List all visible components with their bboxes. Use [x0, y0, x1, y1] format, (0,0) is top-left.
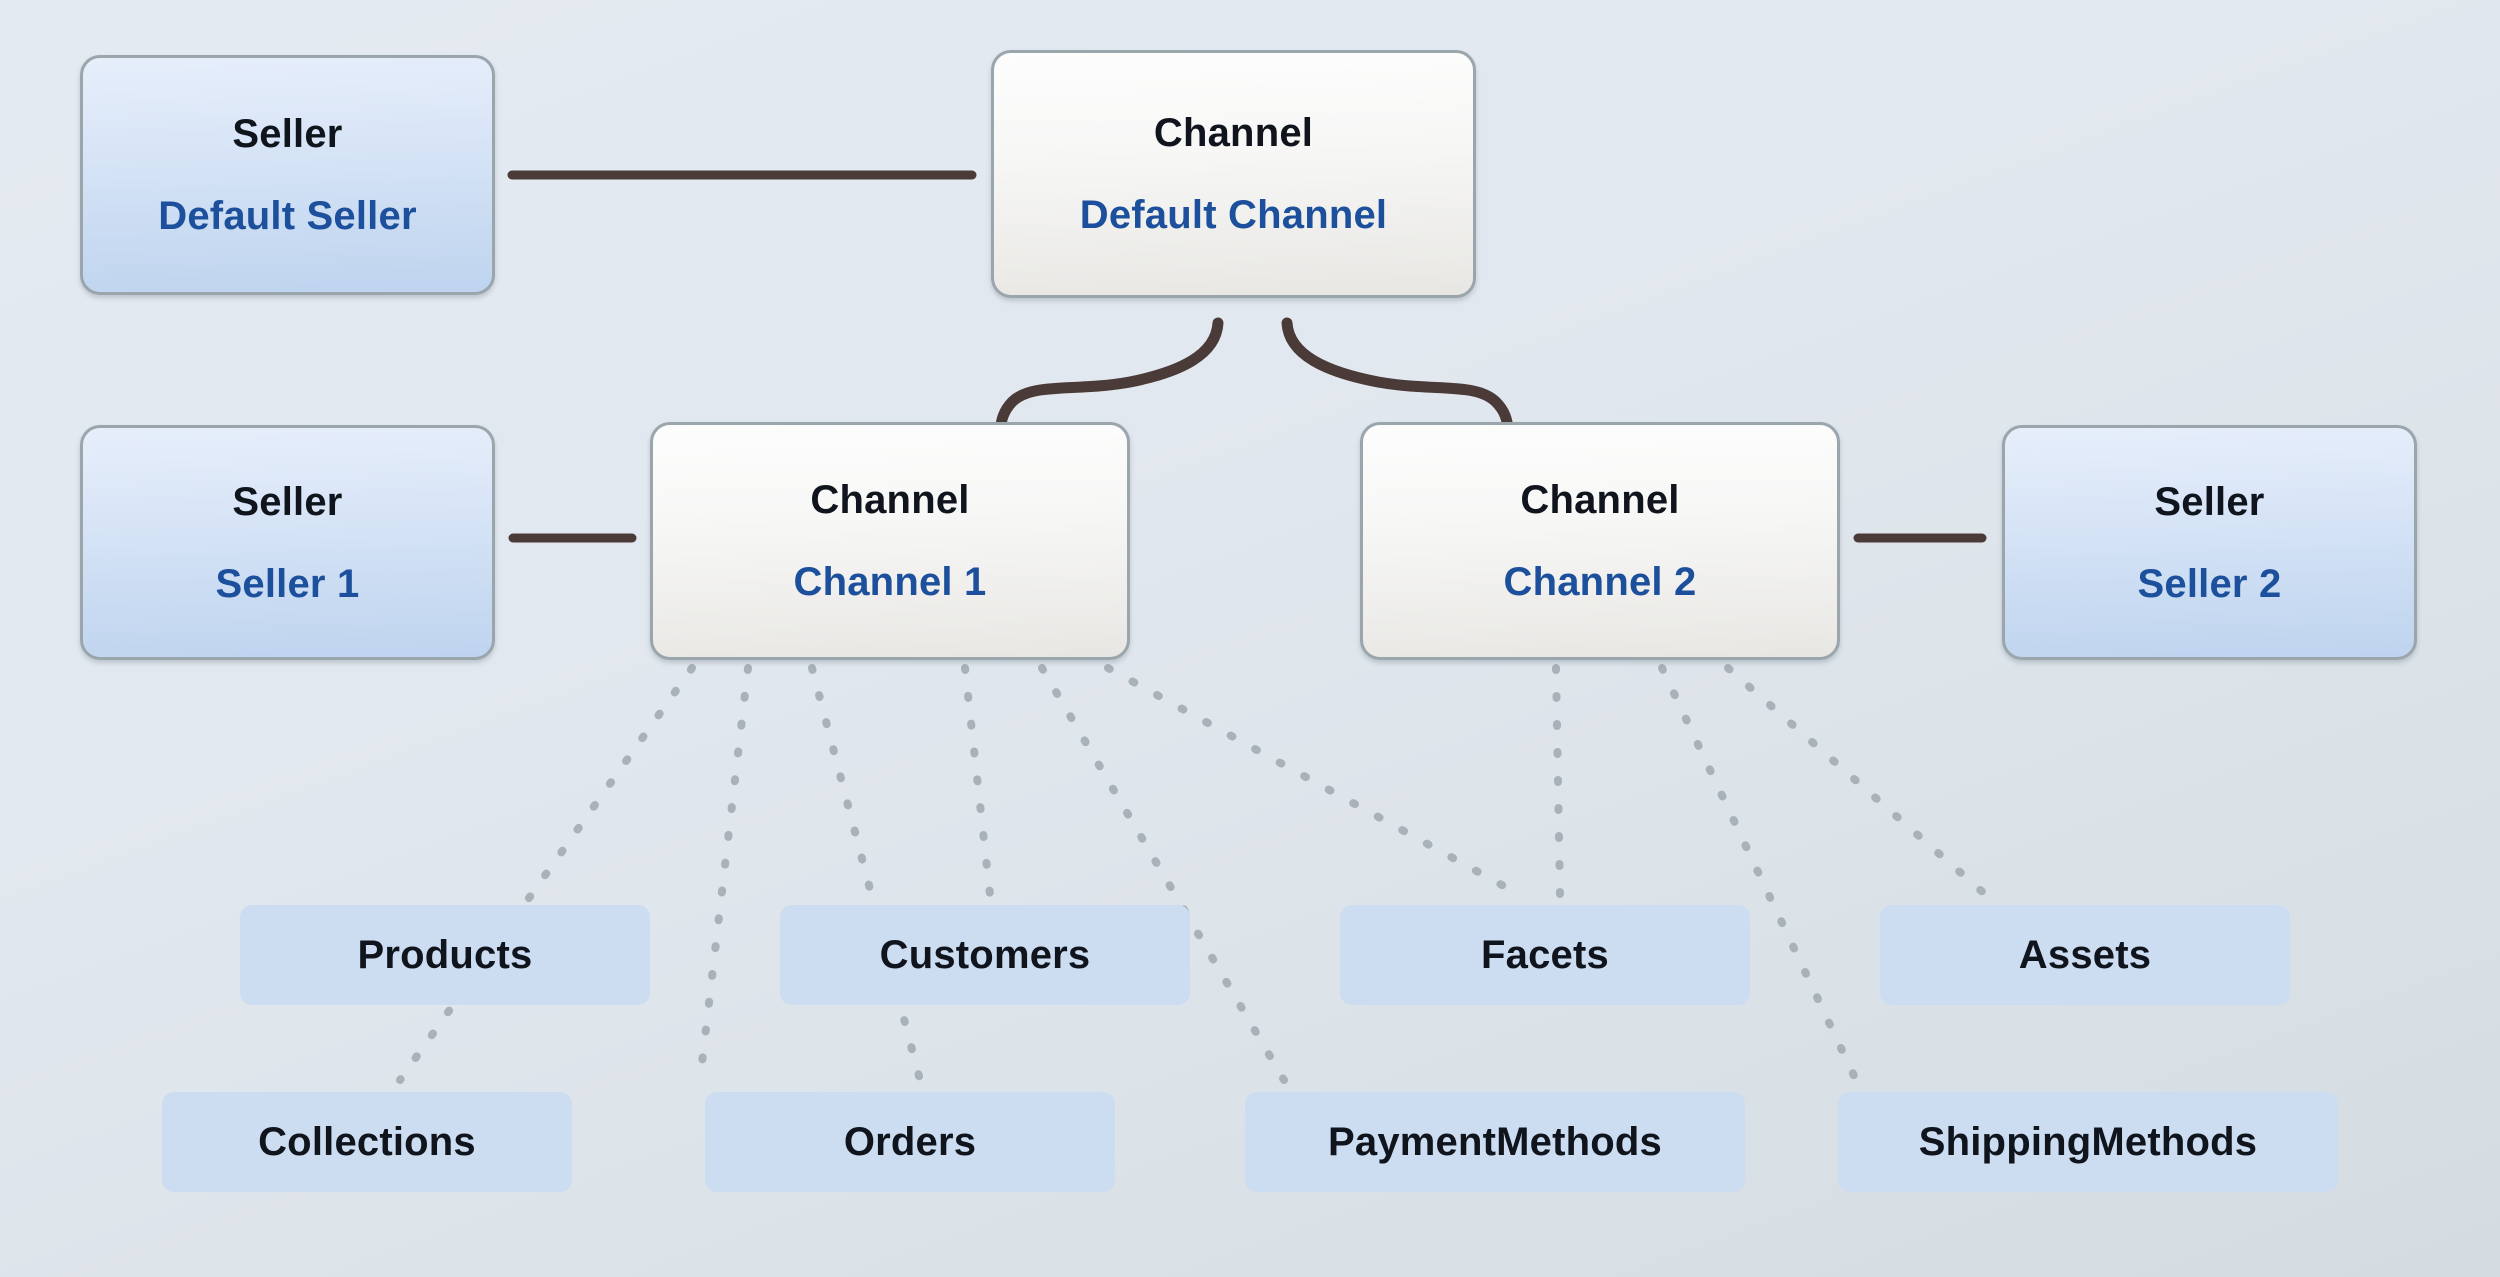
dot-link-channel1-orders: [808, 664, 924, 1084]
entity-instance-label: Channel 1: [793, 560, 987, 604]
entity-instance-label: Default Seller: [158, 194, 417, 238]
dot-link-channel2-assets: [1724, 664, 1990, 899]
entity-type-label: Channel: [1520, 478, 1680, 522]
entity-type-label: Seller: [2154, 479, 2265, 524]
entity-chip-products[interactable]: Products: [240, 905, 650, 1005]
dot-link-channel1-collections: [396, 664, 696, 1084]
entity-card-seller-2[interactable]: Seller Seller 2: [2002, 425, 2417, 660]
dotted-links: [396, 664, 1990, 1084]
entity-instance-label: Seller 2: [2137, 561, 2282, 606]
entity-type-label: Channel: [810, 478, 970, 522]
entity-chip-facets[interactable]: Facets: [1340, 905, 1750, 1005]
entity-type-label: Channel: [1153, 111, 1314, 155]
dot-link-channel2-shippingmethods: [1658, 664, 1860, 1084]
entity-card-default-seller[interactable]: Seller Default Seller: [80, 55, 495, 295]
entity-chip-paymentmethods[interactable]: PaymentMethods: [1245, 1092, 1745, 1192]
entity-chip-shippingmethods[interactable]: ShippingMethods: [1838, 1092, 2338, 1192]
entity-card-channel-2[interactable]: Channel Channel 2: [1360, 422, 1840, 660]
entity-instance-label: Seller 1: [215, 561, 360, 606]
entity-chip-customers[interactable]: Customers: [780, 905, 1190, 1005]
entity-card-default-channel[interactable]: Channel Default Channel: [991, 50, 1476, 298]
entity-instance-label: Channel 2: [1503, 560, 1697, 604]
dot-link-channel1-facets: [1104, 664, 1524, 899]
dot-link-channel1-paymentmethods: [1038, 664, 1288, 1084]
dot-link-channel1-products: [696, 664, 752, 1084]
entity-type-label: Seller: [232, 112, 343, 156]
entity-chip-collections[interactable]: Collections: [162, 1092, 572, 1192]
solid-links: [507, 170, 1987, 543]
entity-card-seller-1[interactable]: Seller Seller 1: [80, 425, 495, 660]
entity-chip-orders[interactable]: Orders: [705, 1092, 1115, 1192]
dot-link-channel2-facets: [1552, 664, 1564, 899]
entity-instance-label: Default Channel: [1079, 193, 1388, 237]
dot-link-channel1-customers: [961, 664, 994, 899]
entity-chip-assets[interactable]: Assets: [1880, 905, 2290, 1005]
entity-type-label: Seller: [232, 479, 343, 524]
entity-card-channel-1[interactable]: Channel Channel 1: [650, 422, 1130, 660]
